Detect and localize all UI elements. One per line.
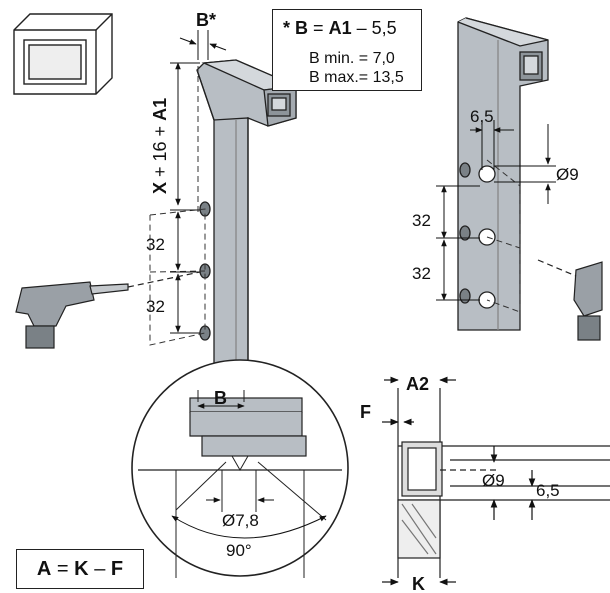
note-box: * B = A1 – 5,5 B min. = 7,0 B max.= 13,5 [272,9,422,91]
note-bmin: B min. = 7,0 [309,50,395,67]
spacing-left-1: 32 [146,235,165,254]
f-label: F [360,402,371,422]
left-drill-icon [15,271,201,349]
formula-box: A = K – F [16,549,144,589]
spacing-left-2: 32 [146,297,165,316]
a2-label: A2 [406,374,429,394]
detail-b-label: B [214,388,227,408]
left-dash-lines [149,66,206,346]
right-dimensions [436,120,556,301]
height-formula-label: X + 16 + A1 [150,98,170,194]
left-profile-rail [196,59,299,371]
k-label: K [412,574,425,593]
detail-hole-label: Ø7,8 [222,511,259,530]
section-offset-label: 6,5 [536,481,560,500]
detail-circle [131,359,349,578]
section-hole-label: Ø9 [482,471,505,490]
offset-right-label: 6,5 [470,107,494,126]
hole-right-label: Ø9 [556,165,579,184]
right-dash-lines [486,159,521,313]
right-drill-icon [537,259,603,341]
spacing-right-2: 32 [412,264,431,283]
cabinet-icon [13,13,113,95]
note-bmax: B max.= 13,5 [309,69,404,86]
right-profile-rail [457,17,549,331]
spacing-right-1: 32 [412,211,431,230]
b-star-label: B* [196,10,216,30]
detail-angle-label: 90° [226,541,252,560]
left-dimensions [170,30,227,334]
note-formula: * B = A1 – 5,5 [283,18,397,38]
section-view [382,376,610,586]
